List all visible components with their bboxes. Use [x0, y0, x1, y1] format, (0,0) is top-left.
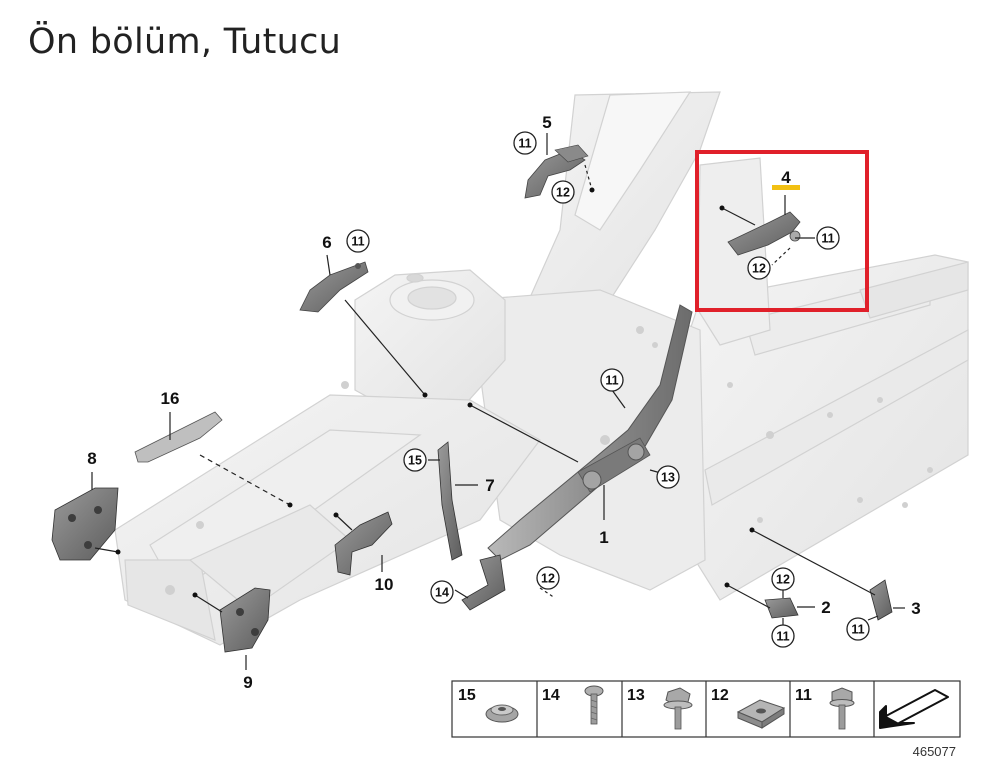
- callout-8: 8: [87, 449, 96, 468]
- highlight-marker: [772, 185, 800, 190]
- legend-number-12: 12: [711, 687, 729, 704]
- callout-9: 9: [243, 673, 252, 692]
- nut-icon: [485, 704, 519, 723]
- callout-3: 3: [911, 599, 920, 618]
- callout-4: 4: [781, 168, 791, 187]
- leader-lines: [91, 133, 905, 670]
- part-9-plate: [219, 587, 271, 653]
- collar-bolt-icon: [663, 687, 693, 730]
- circled-callout-labels: 11 12 11 11 12 11 15 13 14 12 12 11 11: [351, 137, 864, 644]
- callout-10: 10: [375, 575, 394, 594]
- part-1-strut: [487, 304, 693, 561]
- legend-number-15: 15: [458, 687, 476, 704]
- callout-11-part3: 11: [851, 623, 864, 637]
- screw-icon: [584, 685, 604, 725]
- part-6-bracket: [299, 261, 369, 313]
- part-3-bracket: [869, 579, 893, 621]
- callout-11-mid: 11: [605, 374, 618, 388]
- part-10-bracket: [334, 511, 393, 576]
- part-16-strip: [134, 411, 223, 463]
- leader-dots: [115, 187, 755, 598]
- page-title: Ön bölüm, Tutucu: [28, 22, 342, 62]
- part-8-plate: [51, 487, 119, 561]
- part-5-bracket: [524, 144, 589, 199]
- legend-number-11: 11: [795, 687, 812, 704]
- callout-13: 13: [661, 471, 675, 485]
- callout-14: 14: [435, 586, 449, 600]
- callout-2: 2: [821, 598, 830, 617]
- part-7-bracket: [437, 441, 506, 611]
- flange-bolt-icon: [829, 687, 855, 730]
- legend-number-14: 14: [542, 687, 560, 704]
- callout-5: 5: [542, 113, 551, 132]
- callout-12-bottom: 12: [541, 572, 555, 586]
- callout-11-part4: 11: [821, 232, 834, 246]
- fastener-legend: 15 14 13 12: [451, 680, 961, 738]
- highlight-box: [695, 150, 869, 312]
- callout-11-part2: 11: [776, 630, 789, 644]
- callout-15: 15: [408, 454, 422, 468]
- callout-6: 6: [322, 233, 331, 252]
- callout-11-top: 11: [518, 137, 531, 151]
- reference-number: 465077: [913, 744, 956, 759]
- callout-12-part2: 12: [776, 573, 790, 587]
- callout-7: 7: [485, 476, 494, 495]
- body-structure: [114, 91, 969, 646]
- arrow-direction-icon: [879, 689, 949, 729]
- callout-11-part6: 11: [351, 235, 364, 249]
- callout-1: 1: [599, 528, 608, 547]
- callout-12-top: 12: [556, 186, 570, 200]
- circled-callouts: [346, 131, 870, 648]
- clip-nut-icon: [736, 699, 786, 729]
- callout-12-part4: 12: [752, 262, 766, 276]
- part-2-bracket: [764, 597, 799, 619]
- callout-16: 16: [161, 389, 180, 408]
- callout-numbers: 5 6 4 16 8 7 1 10 9 2 3: [87, 113, 920, 692]
- legend-number-13: 13: [627, 687, 645, 704]
